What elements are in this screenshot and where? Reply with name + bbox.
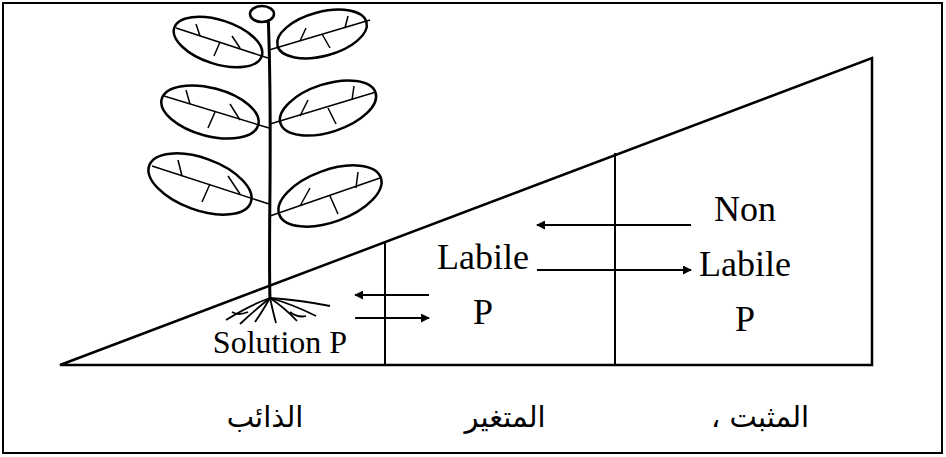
- arabic-label: المثبت ،: [711, 400, 809, 434]
- triangle-outline: [60, 58, 872, 365]
- region-name: Solution P: [213, 322, 347, 362]
- exchange-arrow: [355, 317, 429, 319]
- region-band: Non Labile P: [699, 182, 791, 347]
- region-name: Labile P: [437, 230, 529, 340]
- region-band: Solution P: [213, 322, 347, 362]
- exchange-arrow: [355, 294, 429, 296]
- arabic-label: الذائب: [227, 400, 304, 434]
- frame-border: [3, 3, 942, 453]
- arabic-label: المتغير: [464, 400, 545, 434]
- divider-line: [384, 243, 386, 365]
- exchange-arrow: [537, 224, 691, 226]
- divider-line: [614, 153, 616, 365]
- exchange-arrow: [537, 269, 691, 271]
- plant-drawing: [140, 1, 389, 324]
- region-band: Labile P: [437, 230, 529, 340]
- region-name: Non Labile P: [699, 182, 791, 347]
